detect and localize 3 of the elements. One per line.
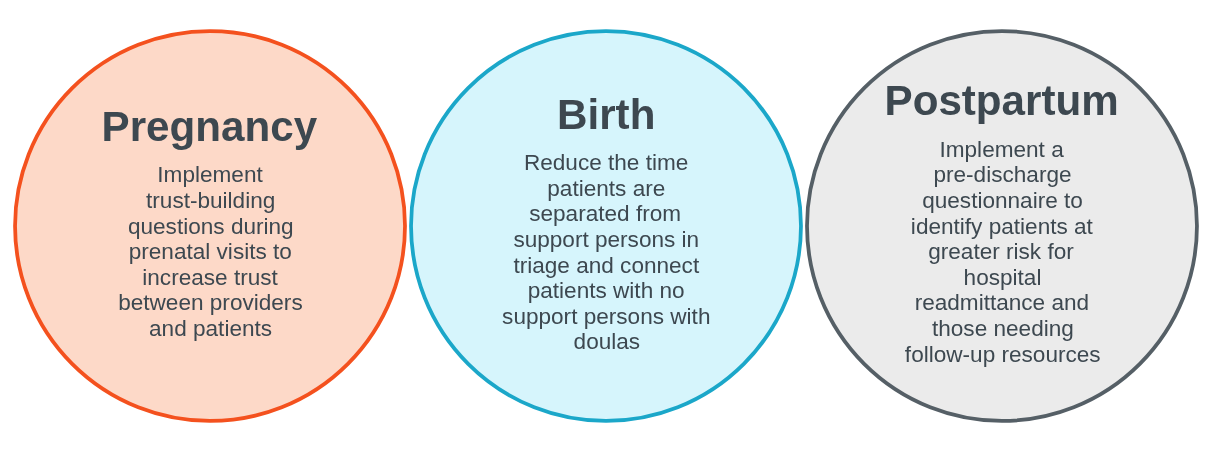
node-circle: Pregnancy Implement trust-building questions during prenatal visits to increase trust between providers and patients: [13, 28, 407, 423]
node-circle: Birth Reduce the time patients are separated from support persons in triage and connect patients with no support persons with doulas: [409, 28, 803, 423]
node-circle: Postpartum Implement a pre-discharge questionnaire to identify patients at greater risk for hospital readmittance and those needing follow-up resources: [805, 28, 1199, 423]
